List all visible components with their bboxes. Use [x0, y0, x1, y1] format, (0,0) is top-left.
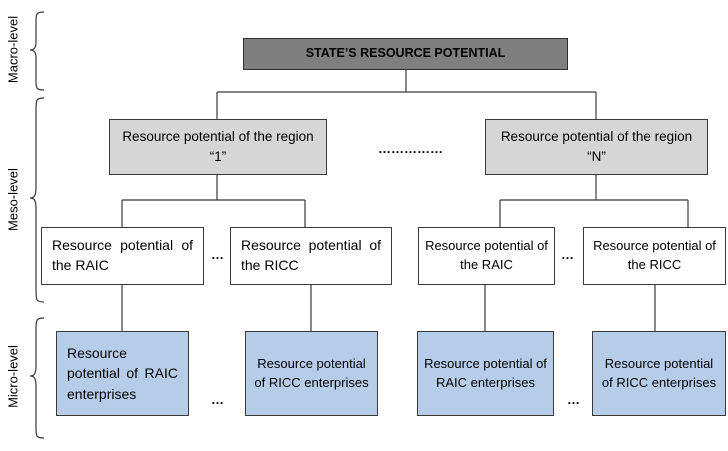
raic-n-box: Resource potential of the RAIC — [418, 227, 555, 285]
region-1-label: Resource potential of the region “1” — [122, 129, 314, 164]
macro-level-label: Macro-level — [5, 15, 21, 84]
ricc-1-enterprises-box: Resource potential of RICC enterprises — [245, 331, 378, 416]
micro-dots-n: … — [567, 392, 580, 407]
region-1-box: Resource potential of the region “1” — [109, 119, 327, 175]
state-resource-potential-label: STATE’S RESOURCE POTENTIAL — [305, 46, 506, 61]
raic-1-enterprises-label: Resource potential of RAIC enterprises — [67, 345, 178, 402]
ricc-n-box: Resource potential of the RICC — [583, 227, 726, 285]
raic-n-enterprises-box: Resource potential of RAIC enterprises — [417, 331, 554, 416]
ricc-1-box: Resource potential of the RICC — [230, 227, 392, 285]
raic-n-enterprises-label: Resource potential of RAIC enterprises — [424, 355, 547, 390]
ricc-n-enterprises-box: Resource potential of RICC enterprises — [592, 331, 726, 416]
region-n-box: Resource potential of the region “N” — [485, 119, 708, 175]
raic-n-label: Resource potential of the RAIC — [425, 238, 548, 272]
region-gap-dots: …………… — [378, 141, 443, 156]
raic-1-enterprises-box: Resource potential of RAIC enterprises — [56, 331, 189, 416]
region-n-label: Resource potential of the region “N” — [500, 129, 693, 164]
meso-dots-1: … — [211, 247, 224, 262]
meso-brace — [29, 97, 45, 303]
macro-brace — [29, 11, 45, 91]
raic-1-label: Resource potential of the RAIC — [52, 237, 193, 273]
micro-brace — [29, 317, 45, 439]
state-resource-potential-box: STATE’S RESOURCE POTENTIAL — [243, 38, 568, 70]
ricc-1-label: Resource potential of the RICC — [241, 237, 381, 273]
ricc-1-enterprises-label: Resource potential of RICC enterprises — [254, 355, 369, 390]
meso-dots-n: … — [561, 247, 574, 262]
micro-dots-1: … — [211, 392, 224, 407]
raic-1-box: Resource potential of the RAIC — [41, 227, 204, 285]
micro-level-label: Micro-level — [5, 345, 21, 408]
ricc-n-label: Resource potential of the RICC — [593, 238, 716, 272]
meso-level-label: Meso-level — [5, 168, 21, 231]
ricc-n-enterprises-label: Resource potential of RICC enterprises — [601, 355, 717, 390]
